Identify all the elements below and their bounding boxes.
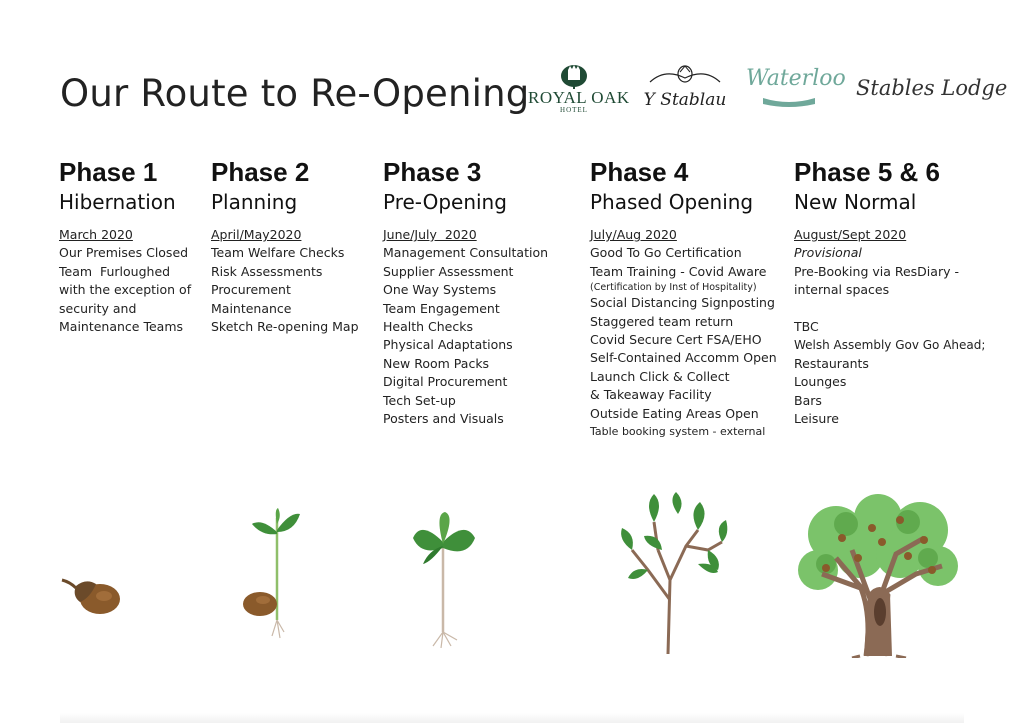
phase-items: Our Premises Closed Team Furloughed with…: [59, 244, 191, 336]
list-item: Health Checks: [383, 319, 473, 335]
phase-heading: Phase 3: [383, 157, 482, 187]
list-item: Procurement: [211, 282, 291, 298]
y-stablau-logo: Y Stablau: [640, 62, 730, 116]
phase-date: July/Aug 2020: [590, 227, 677, 242]
phase-subtitle: Planning: [211, 190, 298, 214]
phase-3-column: Phase 3 Pre-Opening June/July 2020 Manag…: [383, 156, 548, 428]
sapling-icon: [413, 512, 475, 648]
phase-items: Provisional Pre-Booking via ResDiary - i…: [794, 244, 985, 428]
list-item: Our Premises Closed: [59, 245, 189, 261]
list-item: Sketch Re-opening Map: [211, 319, 359, 335]
waterloo-banner-icon: [763, 98, 815, 107]
list-item: internal spaces: [794, 282, 890, 298]
list-item: Social Distancing Signposting: [590, 295, 775, 311]
list-item-note: (Certification by Inst of Hospitality): [590, 282, 757, 294]
list-item: Table booking system - external: [590, 425, 766, 439]
young-tree-icon: [621, 492, 728, 655]
list-item: Tech Set-up: [383, 392, 456, 408]
list-item: New Room Packs: [383, 355, 490, 371]
list-item: Pre-Booking via ResDiary -: [794, 263, 959, 279]
phase-1-column: Phase 1 Hibernation March 2020 Our Premi…: [59, 156, 191, 336]
list-item: with the exception of: [59, 282, 192, 298]
phase-heading: Phase 2: [211, 157, 310, 187]
phase-subtitle: Pre-Opening: [383, 190, 507, 214]
stables-lodge-logo-text: Stables Lodge: [856, 76, 1008, 100]
horse-crest-icon: [649, 65, 721, 83]
phase-items: Good To Go Certification Team Training -…: [590, 244, 777, 441]
phase-subtitle: Phased Opening: [590, 190, 754, 214]
list-item: Leisure: [794, 411, 839, 427]
list-item: security and: [59, 300, 137, 316]
list-item: Launch Click & Collect: [590, 368, 730, 384]
waterloo-logo: Waterloo: [746, 66, 846, 120]
list-item: Digital Procurement: [383, 374, 508, 390]
phase-subtitle: Hibernation: [59, 190, 176, 214]
list-item: Management Consultation: [383, 245, 549, 261]
phase-heading: Phase 4: [590, 157, 689, 187]
list-item: Bars: [794, 392, 822, 408]
phase-subtitle: New Normal: [794, 190, 917, 214]
acorn-icon: [61, 578, 120, 614]
list-item: One Way Systems: [383, 282, 497, 298]
phase-heading: Phase 1: [59, 157, 158, 187]
list-item: Supplier Assessment: [383, 263, 514, 279]
phase-date: April/May2020: [211, 227, 302, 242]
list-item: Covid Secure Cert FSA/EHO: [590, 332, 762, 348]
list-item: Good To Go Certification: [590, 245, 742, 261]
phase-4-column: Phase 4 Phased Opening July/Aug 2020 Goo…: [590, 156, 777, 441]
list-item: Risk Assessments: [211, 263, 323, 279]
phase-date: June/July 2020: [383, 227, 477, 242]
list-item: Lounges: [794, 374, 847, 390]
list-item: Provisional: [794, 245, 862, 261]
list-item: Team Welfare Checks: [211, 245, 345, 261]
list-item: Welsh Assembly Gov Go Ahead;: [794, 338, 986, 353]
stables-lodge-logo: Stables Lodge: [856, 76, 1007, 112]
list-item: Staggered team return: [590, 313, 734, 329]
list-item: Maintenance Teams: [59, 319, 184, 335]
royal-oak-logo-subtext: HOTEL: [560, 106, 588, 114]
list-item: Self-Contained Accomm Open: [590, 350, 777, 366]
phase-items: Team Welfare Checks Risk Assessments Pro…: [211, 244, 359, 336]
royal-oak-logo: ROYAL OAK HOTEL: [528, 62, 630, 116]
phase-date: August/Sept 2020: [794, 227, 907, 242]
page-title: Our Route to Re-Opening: [60, 72, 530, 115]
list-spacer: [794, 300, 985, 318]
list-item: Posters and Visuals: [383, 411, 504, 427]
list-item: Outside Eating Areas Open: [590, 405, 759, 421]
list-item: Team Furloughed: [59, 263, 171, 279]
y-stablau-logo-text: Y Stablau: [643, 90, 727, 110]
list-item: Restaurants: [794, 355, 869, 371]
list-item: Maintenance: [211, 300, 292, 316]
list-item: Physical Adaptations: [383, 337, 513, 353]
phase-5-6-column: Phase 5 & 6 New Normal August/Sept 2020 …: [794, 156, 985, 428]
seedling-icon: [243, 508, 300, 639]
list-item: Team Training - Covid Aware: [590, 263, 767, 279]
phase-date: March 2020: [59, 227, 133, 242]
list-item: Team Engagement: [383, 300, 500, 316]
royal-oak-logo-text: ROYAL OAK: [528, 88, 630, 107]
phase-heading: Phase 5 & 6: [794, 157, 940, 187]
page-bottom-edge: [60, 713, 964, 723]
phase-items: Management Consultation Supplier Assessm…: [383, 244, 548, 428]
list-item: TBC: [794, 319, 819, 335]
waterloo-logo-text: Waterloo: [746, 66, 846, 91]
mature-oak-tree-icon: [798, 494, 958, 658]
phase-2-column: Phase 2 Planning April/May2020 Team Welf…: [211, 156, 359, 336]
list-item: & Takeaway Facility: [590, 387, 712, 403]
oak-tree-crown-icon: [561, 65, 587, 89]
